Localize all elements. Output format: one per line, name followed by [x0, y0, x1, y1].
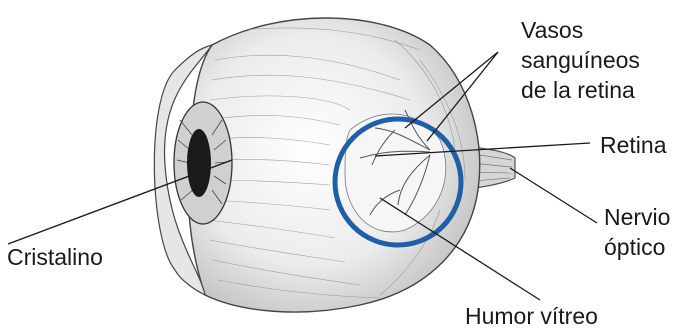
pupil-shape — [187, 129, 211, 197]
optic-nerve-label-line-2: óptico — [604, 234, 665, 261]
retina-label: Retina — [600, 132, 666, 159]
optic-nerve-leader — [510, 168, 597, 223]
vitreous-label: Humor vítreo — [465, 303, 598, 330]
optic-nerve-label-line-1: Nervio — [604, 204, 670, 231]
vessels-label-line-3: de la retina — [521, 77, 635, 104]
lens-label: Cristalino — [7, 244, 103, 271]
vessels-label-line-1: Vasos — [521, 17, 583, 44]
vessels-label-line-2: sanguíneos — [521, 47, 640, 74]
